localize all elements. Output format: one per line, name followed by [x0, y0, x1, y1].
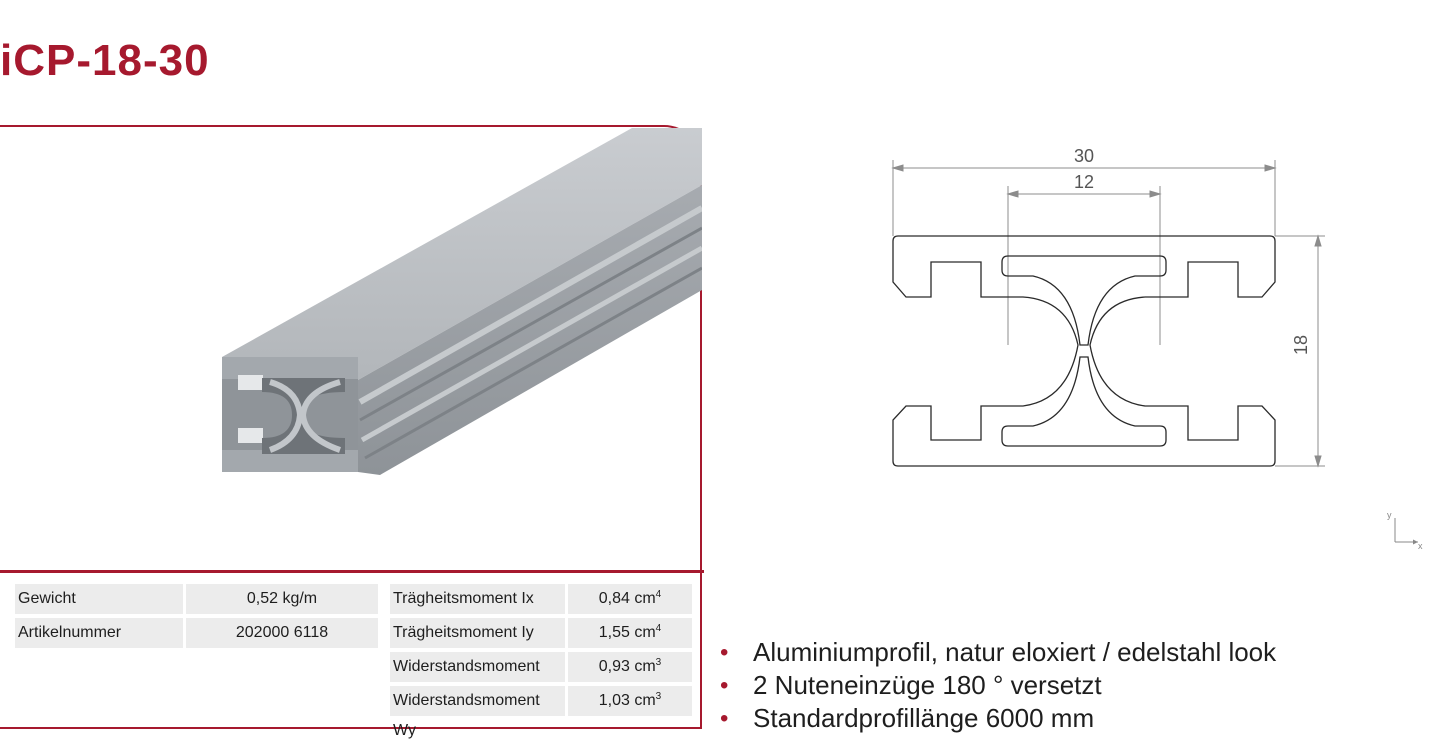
feature-item: • Aluminiumprofil, natur eloxiert / edels… — [720, 636, 1276, 669]
spec-value-ix: 0,84 cm4 — [568, 584, 692, 614]
feature-text: 2 Nuteneinzüge 180 ° versetzt — [753, 670, 1102, 700]
red-bullet-icon: • — [720, 705, 729, 732]
feature-item: • 2 Nuteneinzüge 180 ° versetzt — [720, 669, 1276, 702]
card-divider — [0, 570, 704, 573]
spec-value-iy: 1,55 cm4 — [568, 618, 692, 648]
spec-value-wx: 0,93 cm3 — [568, 652, 692, 682]
feature-item: • Standardprofillänge 6000 mm — [720, 702, 1276, 735]
spec-label-iy: Trägheitsmoment Iy — [390, 618, 565, 648]
feature-list: • Aluminiumprofil, natur eloxiert / edels… — [720, 636, 1276, 735]
dimension-height-label: 18 — [1291, 335, 1311, 355]
product-card — [0, 125, 702, 729]
spec-value-weight: 0,52 kg/m — [186, 584, 378, 614]
axis-y-label: y — [1387, 510, 1392, 520]
cross-section-drawing: 30 12 18 — [891, 146, 1325, 468]
spec-label-wx: Widerstandsmoment Wx — [390, 652, 565, 705]
red-bullet-icon: • — [720, 672, 729, 699]
xy-axis-icon: y x — [1387, 510, 1423, 550]
spec-value-article-number: 202000 6118 — [186, 618, 378, 648]
dimension-width-label: 30 — [1074, 146, 1094, 166]
page-title: iCP-18-30 — [0, 36, 210, 85]
spec-value-wy: 1,03 cm3 — [568, 686, 692, 716]
spec-label-article-number: Artikelnummer — [15, 618, 183, 648]
spec-label-ix: Trägheitsmoment Ix — [390, 584, 565, 614]
aluminium-profile-image — [222, 128, 702, 475]
spec-label-weight: Gewicht — [15, 584, 183, 614]
dimension-inner-label: 12 — [1074, 172, 1094, 192]
red-bullet-icon: • — [720, 639, 729, 666]
feature-text: Aluminiumprofil, natur eloxiert / edelst… — [753, 637, 1277, 667]
feature-text: Standardprofillänge 6000 mm — [753, 703, 1095, 733]
spec-label-wy: Widerstandsmoment Wy — [390, 686, 565, 739]
axis-x-label: x — [1418, 541, 1423, 550]
